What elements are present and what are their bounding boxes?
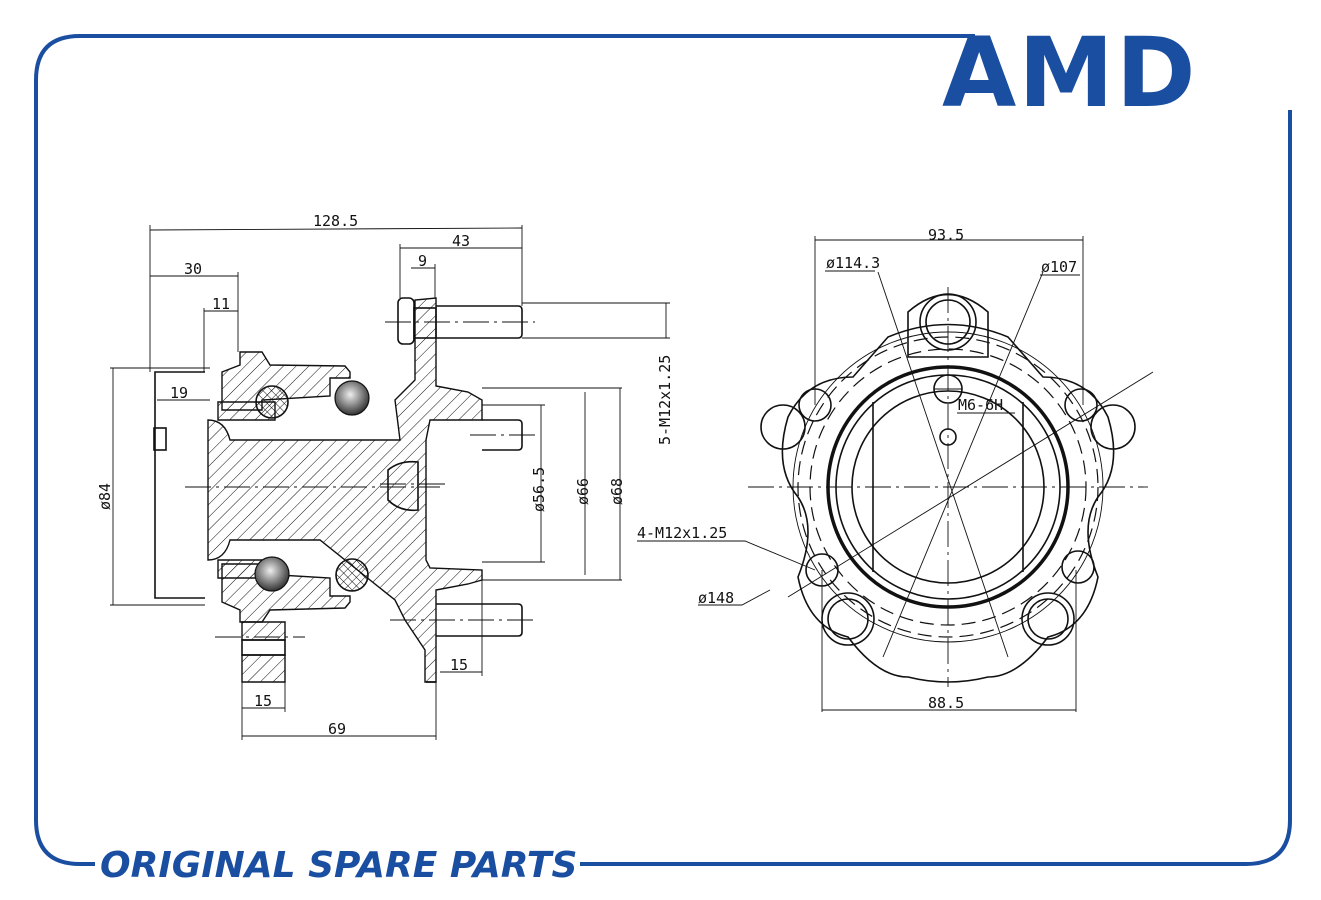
dim-hole-spacing-top: 93.5 [928, 226, 964, 244]
dim-pilot-length: 15 [450, 656, 468, 674]
hub-body [207, 297, 483, 683]
dim-mount-to-flange: 69 [328, 720, 346, 738]
dim-mount-thread: 4-M12x1.25 [637, 524, 727, 542]
flange-outline [781, 323, 1115, 683]
dust-cap [154, 371, 205, 599]
dim-stud-thread: 5-M12x1.25 [656, 355, 674, 445]
front-view [748, 271, 1154, 687]
dim-cap-to-flange: 30 [184, 260, 202, 278]
dim-hole-spacing-bottom: 88.5 [928, 694, 964, 712]
front-dimensions: 93.5 ø114.3 ø107 M6-6H 4-M12x1.25 ø148 8… [637, 226, 1084, 712]
dim-overall-length: 128.5 [313, 212, 358, 230]
dim-pilot-diameter: ø56.5 [530, 467, 548, 512]
brand-tagline: ORIGINAL SPARE PARTS [100, 845, 577, 886]
dim-stud-pcd: ø114.3 [826, 254, 880, 272]
dim-hub-diameter: ø68 [608, 478, 626, 505]
frame-border [34, 34, 1292, 866]
wheel-stud [385, 297, 535, 345]
section-view [153, 297, 535, 683]
brand-logo: AMD [942, 17, 1198, 129]
dim-mount-pcd: ø107 [1041, 258, 1077, 276]
dim-flange-thickness: 9 [418, 252, 427, 270]
dim-flange-to-stud: 43 [452, 232, 470, 250]
dim-sensor-thread: M6-6H [958, 396, 1003, 414]
dim-pilot-outer-diameter: ø66 [574, 478, 592, 505]
dim-seal-width: 11 [212, 295, 230, 313]
side-dimensions: 128.5 43 9 30 11 19 ø84 5-M12x1.25 ø68 ø… [96, 212, 674, 740]
dim-flange-diameter: ø148 [698, 589, 734, 607]
dim-mount-ear-width: 15 [254, 692, 272, 710]
dim-cap-depth: 19 [170, 384, 188, 402]
dim-cap-diameter: ø84 [96, 483, 114, 510]
